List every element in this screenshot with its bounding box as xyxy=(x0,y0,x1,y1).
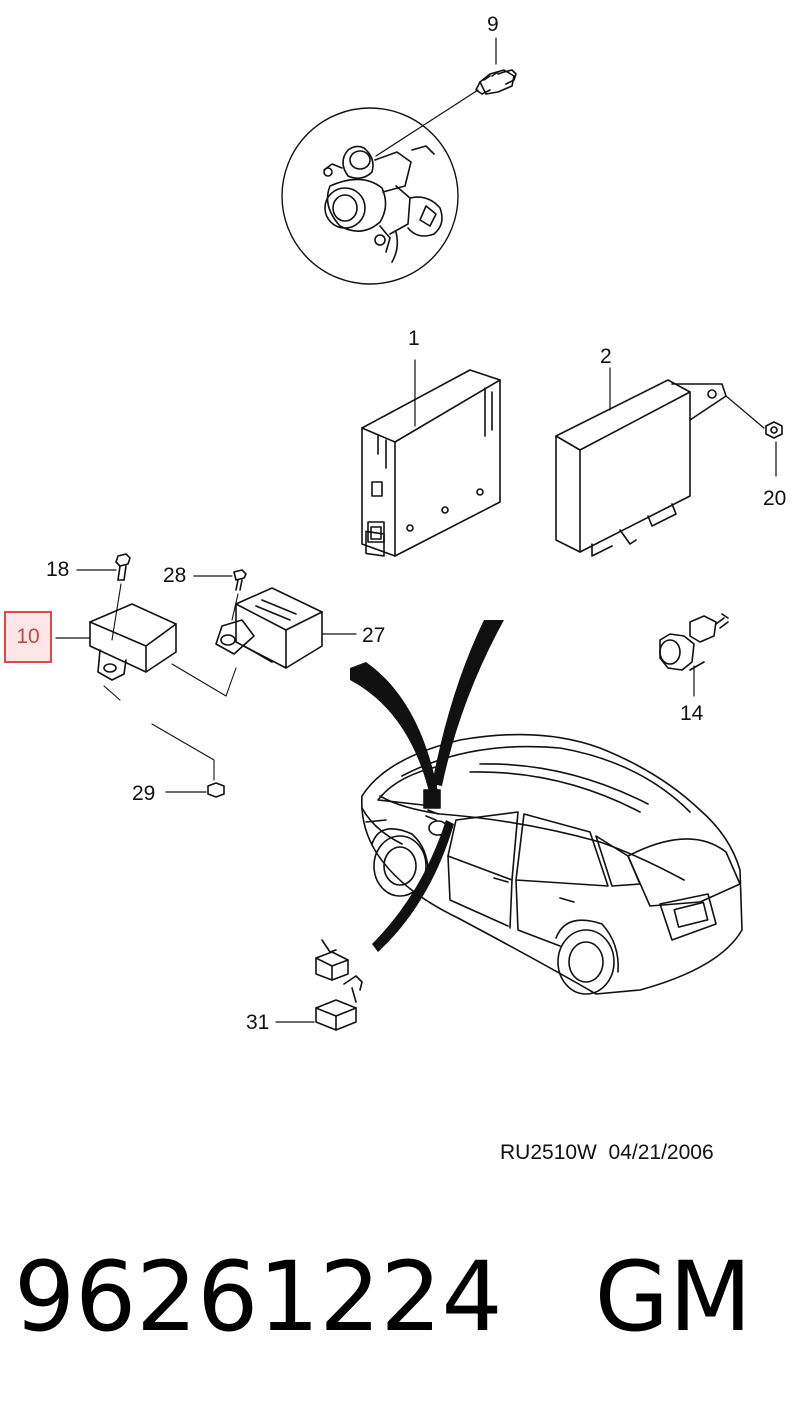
control-module-part-1 xyxy=(361,359,501,557)
bracket-module-part-27 xyxy=(193,569,357,669)
connector-part-31 xyxy=(275,939,363,1031)
part-number-footer: 96261224 GM xyxy=(14,1241,752,1353)
bracket-module-part-10 xyxy=(55,553,237,798)
callout-14: 14 xyxy=(680,702,704,725)
vehicle-illustration xyxy=(360,733,743,995)
callout-31: 31 xyxy=(246,1011,270,1034)
callout-29: 29 xyxy=(132,782,156,805)
callout-20: 20 xyxy=(763,487,787,510)
throttle-body-detail-view xyxy=(281,37,517,285)
brand-label: GM xyxy=(594,1241,752,1353)
callout-1: 1 xyxy=(408,327,420,350)
callout-28: 28 xyxy=(163,564,187,587)
callout-10-highlighted[interactable]: 10 xyxy=(4,611,52,663)
callout-9: 9 xyxy=(487,13,499,36)
location-indicator-arrows xyxy=(350,620,504,952)
part-number: 96261224 xyxy=(14,1241,503,1353)
nut-part-20 xyxy=(725,395,783,477)
drawing-reference-code: RU2510W 04/21/2006 xyxy=(500,1141,714,1164)
callout-2: 2 xyxy=(600,345,612,368)
callout-27: 27 xyxy=(362,624,386,647)
sensor-part-14 xyxy=(659,613,729,697)
control-module-part-2 xyxy=(555,367,727,557)
callout-18: 18 xyxy=(46,558,70,581)
